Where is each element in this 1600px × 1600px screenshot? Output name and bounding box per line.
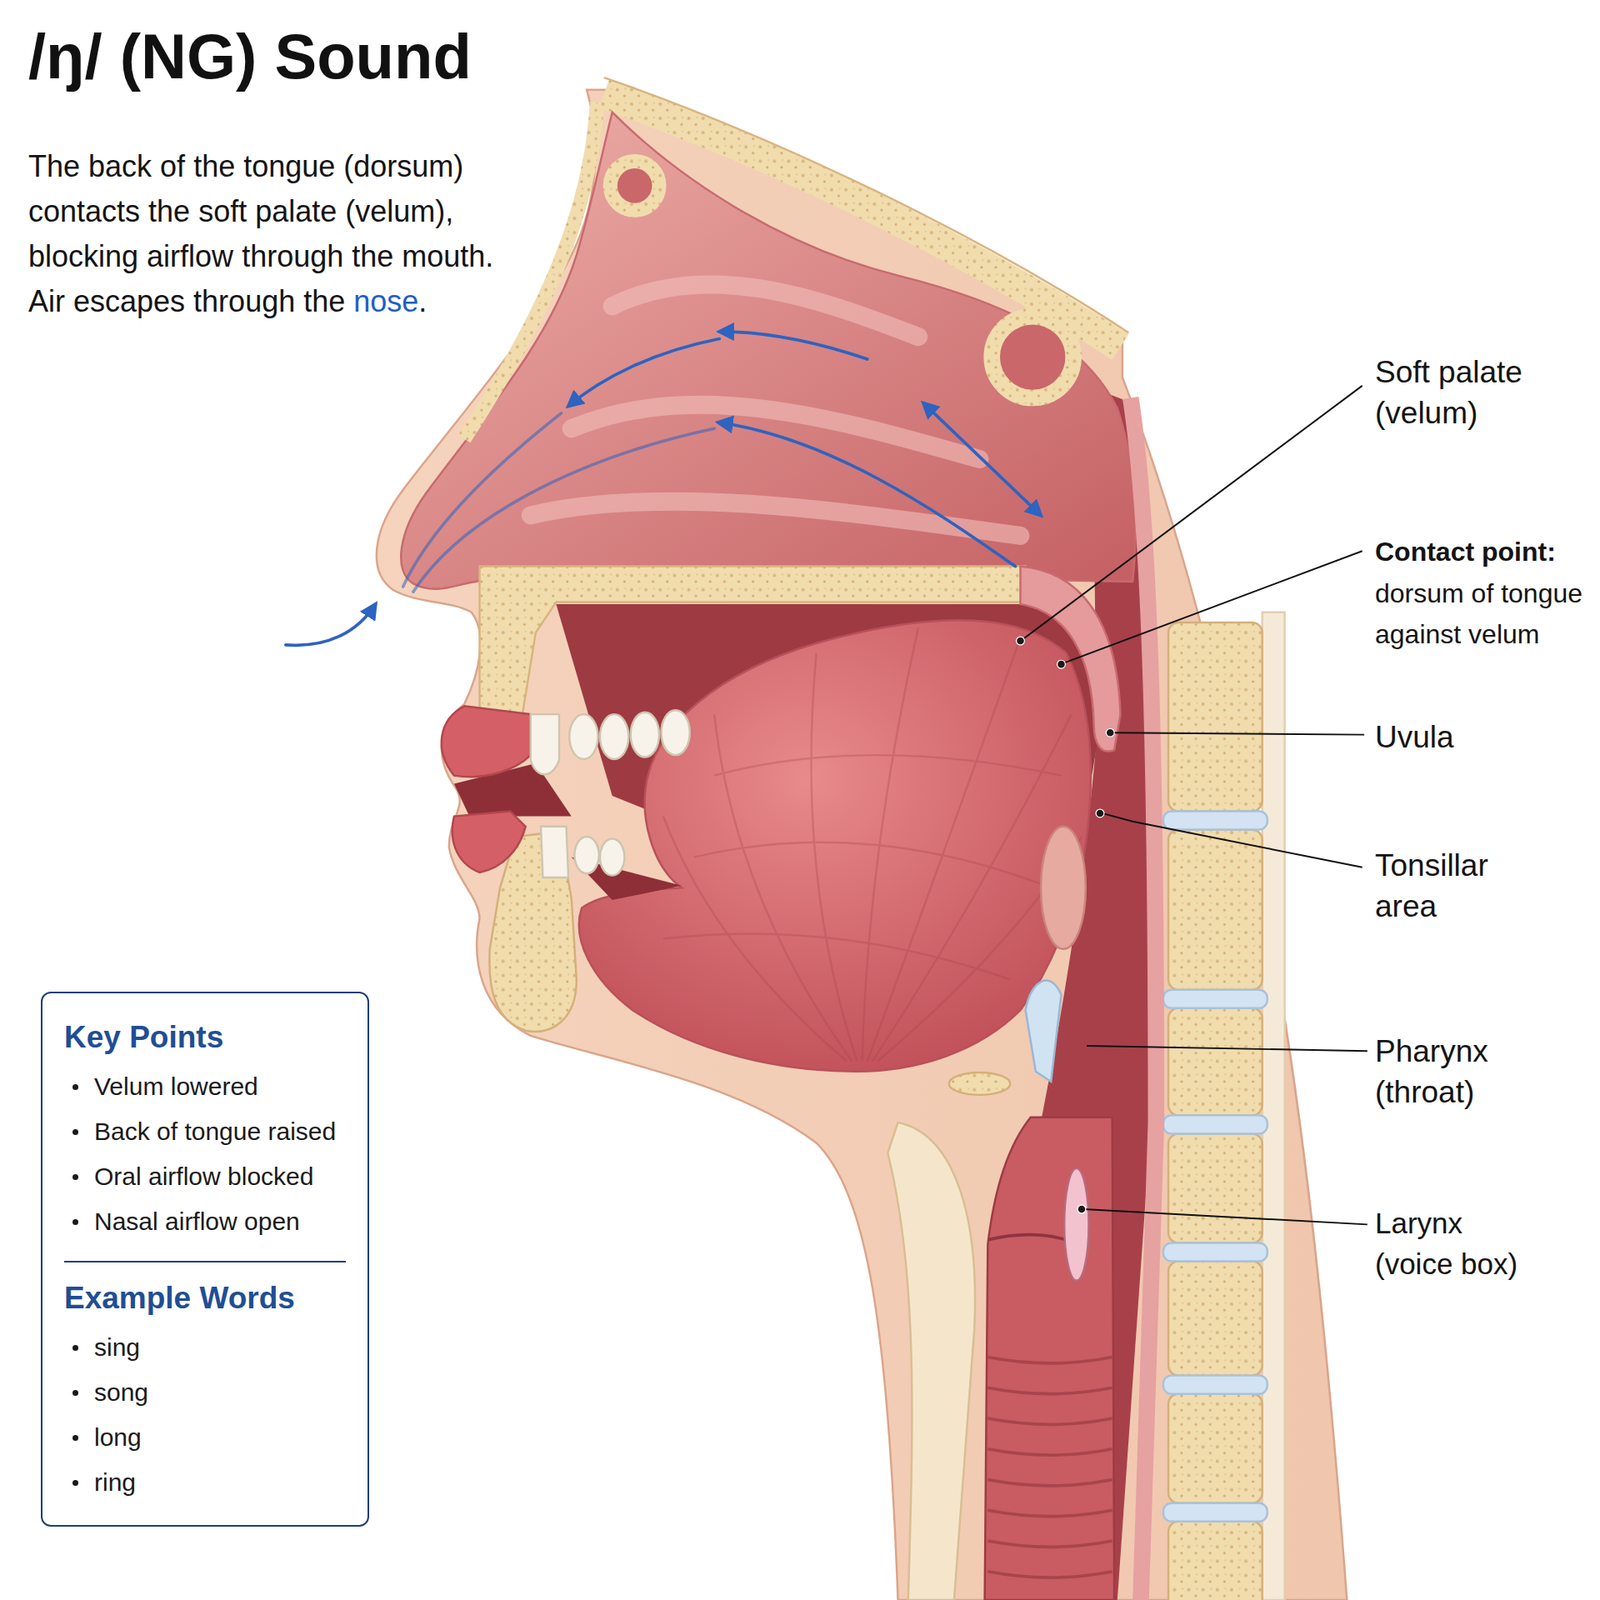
- frontal-sinus: [610, 160, 660, 210]
- callout-heading: Contact point:: [1375, 535, 1596, 569]
- list-item: long: [94, 1415, 142, 1460]
- bullet-dot: [72, 1390, 79, 1396]
- list-item: sing: [94, 1325, 140, 1370]
- part-label: Larynx (voice box): [1375, 1202, 1546, 1285]
- trachea: [985, 1117, 1115, 1600]
- list-item: Back of tongue raised: [94, 1109, 336, 1155]
- bullet-dot: [72, 1129, 79, 1135]
- thyroid-cartilage: [887, 1122, 975, 1600]
- list-row: Velum lowered: [64, 1064, 346, 1110]
- list-item: Nasal airflow open: [94, 1199, 300, 1245]
- bullet-item: sing: [64, 1325, 346, 1370]
- list-item: Oral airflow blocked: [94, 1154, 314, 1200]
- leader-dots: [1016, 636, 1115, 1214]
- list-row: sing: [64, 1325, 346, 1370]
- divider-line: [64, 1260, 346, 1263]
- section-heading: Example Words: [64, 1277, 346, 1320]
- list-row: Oral airflow blocked: [64, 1154, 346, 1200]
- bullet-dot: [72, 1219, 79, 1225]
- section-block: Key Points: [64, 1016, 346, 1059]
- bullet-item: ring: [64, 1460, 346, 1505]
- description: The back of the tongue (dorsum) contacts…: [28, 144, 529, 325]
- section-heading: Key Points: [64, 1016, 346, 1059]
- part-label: Pharynx (throat): [1375, 1030, 1542, 1113]
- list-row: Back of tongue raised: [64, 1109, 346, 1155]
- bullet-dot: [72, 1480, 79, 1486]
- tonsil: [1040, 826, 1086, 950]
- bullet-item: Velum lowered: [64, 1064, 346, 1110]
- leader-lines: [1023, 385, 1368, 1225]
- list-row: long: [64, 1415, 346, 1460]
- bullet-dot: [72, 1084, 79, 1090]
- list-item: song: [94, 1370, 149, 1415]
- vertebrae: [1168, 622, 1263, 1600]
- part-label: Soft palate (velum): [1375, 351, 1567, 434]
- hyoid-bone: [949, 1072, 1010, 1095]
- tongue: [579, 620, 1091, 1071]
- bullet-dot: [72, 1174, 79, 1180]
- part-label: dorsum of tongue against velum: [1375, 573, 1596, 655]
- list-item: ring: [94, 1460, 136, 1505]
- bullet-item: long: [64, 1415, 346, 1460]
- bullet-item: Nasal airflow open: [64, 1199, 346, 1245]
- glottis-line: [987, 1235, 1066, 1240]
- sphenoid-sinus: [991, 316, 1074, 399]
- list-item: Velum lowered: [94, 1064, 259, 1110]
- title: /ŋ/ (NG) Sound: [28, 25, 472, 89]
- tongue-muscle-fibres: [663, 627, 1082, 1061]
- bullet-item: Oral airflow blocked: [64, 1154, 346, 1200]
- bullet-item: Back of tongue raised: [64, 1109, 346, 1155]
- part-label: Uvula: [1375, 716, 1567, 758]
- list-row: Nasal airflow open: [64, 1199, 346, 1245]
- bullet-dot: [72, 1345, 79, 1351]
- turbinates: [530, 284, 1021, 536]
- head-outline: [376, 90, 1347, 1600]
- highlight-word: nose: [353, 284, 419, 319]
- list-row: song: [64, 1370, 346, 1415]
- vocal-fold: [1064, 1168, 1089, 1281]
- part-label: Tonsillar area: [1375, 845, 1534, 927]
- bullet-dot: [72, 1435, 79, 1441]
- list-row: ring: [64, 1460, 346, 1505]
- spinal-canal: [1262, 612, 1285, 1600]
- teeth: [530, 710, 690, 878]
- airflow-arrows: [285, 331, 1041, 645]
- section-block: Example Words: [64, 1260, 346, 1320]
- tracheal-rings: [987, 1357, 1112, 1578]
- bullet-item: song: [64, 1370, 346, 1415]
- soft-palate: [1020, 566, 1120, 752]
- posterior-pharyngeal-wall: [1130, 398, 1157, 1600]
- lower-lip: [452, 810, 526, 872]
- info-box: Key PointsVelum loweredBack of tongue ra…: [40, 991, 370, 1527]
- epiglottis: [1025, 980, 1062, 1082]
- intervertebral-discs: [1163, 810, 1268, 1521]
- upper-lip: [441, 705, 531, 777]
